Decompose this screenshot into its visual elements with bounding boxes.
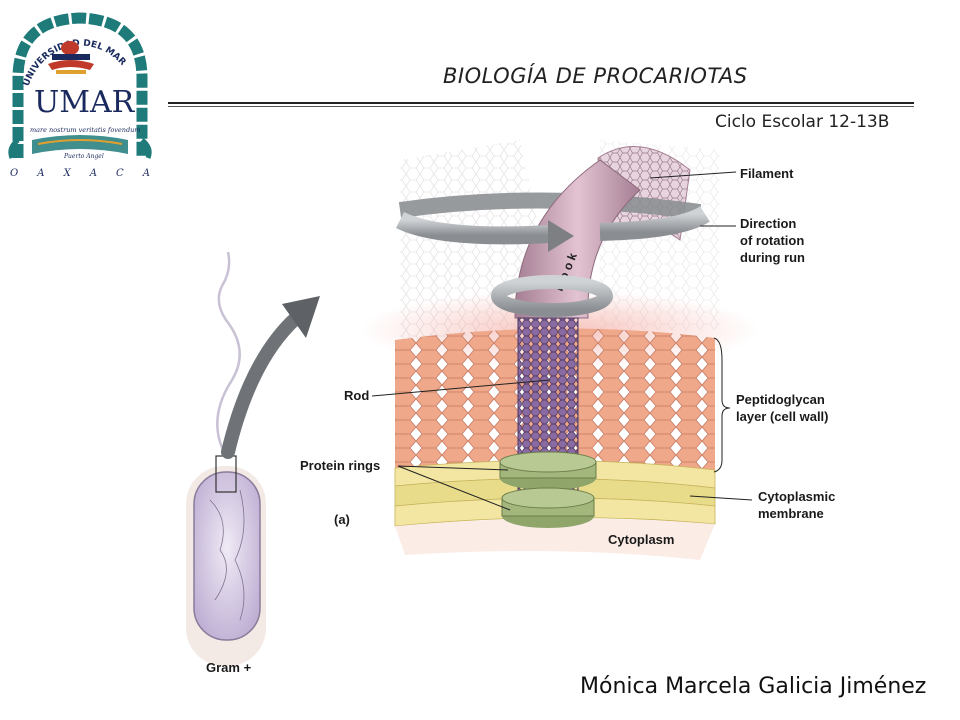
slide-title: BIOLOGÍA DE PROCARIOTAS — [443, 64, 748, 88]
logo-place: Puerto Angel — [63, 153, 104, 160]
title-rule — [168, 102, 914, 104]
logo-arch — [12, 12, 148, 158]
logo-state: O A X A C A — [10, 168, 150, 179]
logo-emblem — [48, 41, 94, 74]
cell-flagellum — [216, 251, 241, 457]
label-cytoplasmic-1: Cytoplasmic — [758, 489, 836, 504]
title-rule-thin — [168, 106, 914, 107]
rotation-arrowhead — [548, 220, 574, 252]
school-cycle: Ciclo Escolar 12-13B — [715, 112, 890, 132]
label-filament: Filament — [740, 166, 794, 181]
label-protein-rings: Protein rings — [300, 458, 381, 473]
bacterium-cell — [193, 471, 261, 641]
label-direction-2: of rotation — [740, 233, 805, 248]
label-cytoplasm: Cytoplasm — [608, 532, 675, 547]
label-peptidoglycan-2: layer (cell wall) — [736, 409, 829, 424]
label-direction-1: Direction — [740, 216, 797, 231]
label-direction-3: during run — [740, 250, 805, 265]
label-gram: Gram + — [206, 660, 252, 675]
label-peptidoglycan-1: Peptidoglycan — [736, 392, 825, 407]
author-name: Mónica Marcela Galicia Jiménez — [580, 674, 927, 699]
label-panel: (a) — [334, 512, 350, 527]
logo-monogram: UMAR — [34, 85, 136, 120]
logo-motto: mare nostrum veritatis fovendum — [30, 126, 140, 134]
zoom-arrow — [221, 311, 303, 459]
label-rod: Rod — [344, 388, 370, 403]
university-logo: UNIVERSIDAD DEL MAR UMAR mare nostrum ve… — [8, 12, 152, 179]
rotation-ring-lower — [491, 275, 613, 317]
label-cytoplasmic-2: membrane — [758, 506, 824, 521]
